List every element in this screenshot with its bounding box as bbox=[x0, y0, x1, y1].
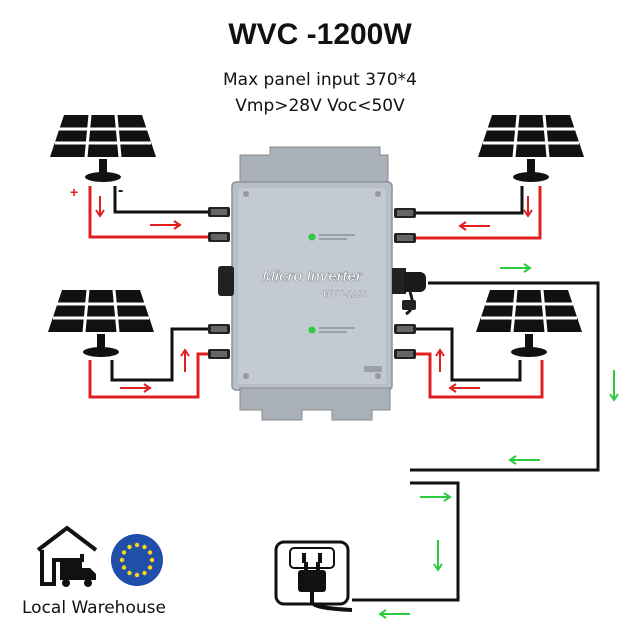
micro-inverter: Micro Inverter WVC-1200 bbox=[218, 146, 426, 421]
status-led-icon bbox=[308, 326, 316, 334]
solar-panel-icon bbox=[474, 288, 584, 359]
diagram-title: WVC -1200W bbox=[228, 18, 412, 51]
inverter-label: Micro Inverter bbox=[262, 268, 362, 285]
solar-panel-icon bbox=[46, 288, 156, 359]
local-warehouse-label: Local Warehouse bbox=[22, 598, 166, 618]
inverter-model: WVC-1200 bbox=[323, 289, 367, 299]
solar-panel-icon bbox=[476, 113, 586, 184]
spec-max-panel-input: Max panel input 370*4 bbox=[222, 70, 417, 90]
warehouse-truck-icon bbox=[36, 525, 98, 587]
solar-panel-icon bbox=[48, 113, 158, 184]
polarity-plus: + bbox=[70, 184, 78, 200]
polarity-minus: - bbox=[118, 182, 123, 199]
spec-voltage-range: Vmp>28V Voc<50V bbox=[235, 96, 405, 116]
plug-icon bbox=[298, 562, 353, 612]
status-led-icon bbox=[308, 233, 316, 241]
eu-flag-icon bbox=[111, 534, 163, 586]
